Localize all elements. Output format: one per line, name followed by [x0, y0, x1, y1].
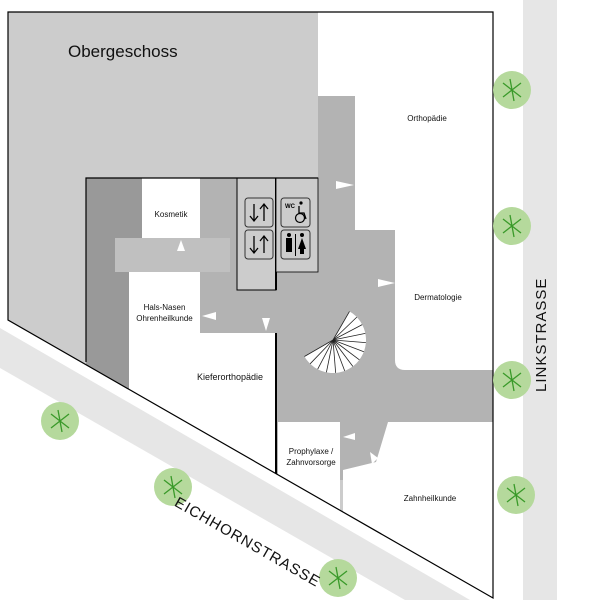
tree-icon: [319, 559, 357, 597]
building-outline: [7, 11, 494, 600]
room-orthopaedie[interactable]: [318, 12, 493, 230]
elevator-shaft: [236, 177, 277, 291]
street-linkstrasse: LINKSTRASSE: [533, 277, 550, 392]
room-kosmetik[interactable]: [142, 178, 200, 238]
direction-arrow-icon: [177, 181, 395, 464]
label-orthopaedie: Orthopädie: [407, 114, 447, 123]
wc-block: [275, 177, 319, 273]
stairs-icon: [304, 311, 366, 373]
label-zahnheilkunde: Zahnheilkunde: [403, 494, 457, 503]
elevator-icon: [244, 197, 274, 260]
tree-icon: [497, 476, 535, 514]
floor-title: Obergeschoss: [68, 42, 178, 61]
restroom-icon: [280, 229, 311, 260]
tree-icon: [493, 361, 531, 399]
label-hno: Hals-Nasen Ohrenheilkunde: [136, 303, 193, 323]
light-strip: [115, 238, 230, 272]
wc-text: WC: [285, 204, 296, 210]
eichhornstrasse-road: [0, 328, 470, 600]
tree-icon: [493, 71, 531, 109]
label-dermatologie: Dermatologie: [414, 293, 462, 302]
corridor-north: [318, 96, 358, 186]
room-dermatologie[interactable]: [395, 230, 493, 370]
label-kieferorthopaedie: Kieferorthopädie: [196, 372, 264, 382]
wheelchair-wc-icon: WC: [280, 197, 311, 228]
tree-icon: [493, 207, 531, 245]
tree-icon: [154, 468, 192, 506]
tree-icon: [41, 402, 79, 440]
label-prophylaxe: Prophylaxe / Zahnvorsorge: [286, 447, 336, 467]
label-kosmetik: Kosmetik: [154, 210, 188, 219]
